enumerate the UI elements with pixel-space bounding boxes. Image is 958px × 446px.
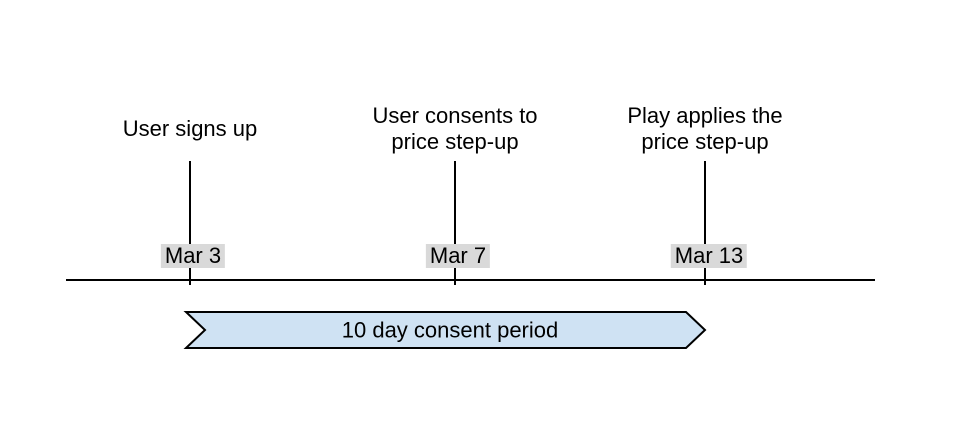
- timeline-axis: [66, 279, 875, 281]
- event-label-user-signs-up: User signs up: [123, 116, 258, 142]
- consent-period-ribbon: 10 day consent period: [183, 311, 707, 349]
- consent-period-label: 10 day consent period: [342, 318, 559, 343]
- event-label-line: price step-up: [641, 129, 769, 154]
- consent-period-ribbon-shape: [183, 311, 707, 349]
- event-tick-mar-3: [189, 161, 191, 285]
- event-label-line: Play applies the: [627, 103, 783, 128]
- event-label-user-consents: User consents to price step-up: [372, 103, 537, 155]
- event-label-play-applies: Play applies the price step-up: [627, 103, 782, 155]
- event-tick-mar-7: [454, 161, 456, 285]
- date-chip-mar-13: Mar 13: [670, 244, 748, 268]
- event-tick-mar-13: [704, 161, 706, 285]
- event-label-line: User consents to: [372, 103, 538, 128]
- date-chip-mar-3: Mar 3: [160, 244, 226, 268]
- event-label-line: price step-up: [391, 129, 519, 154]
- event-label-line: User signs up: [122, 116, 258, 141]
- date-chip-mar-7: Mar 7: [425, 244, 491, 268]
